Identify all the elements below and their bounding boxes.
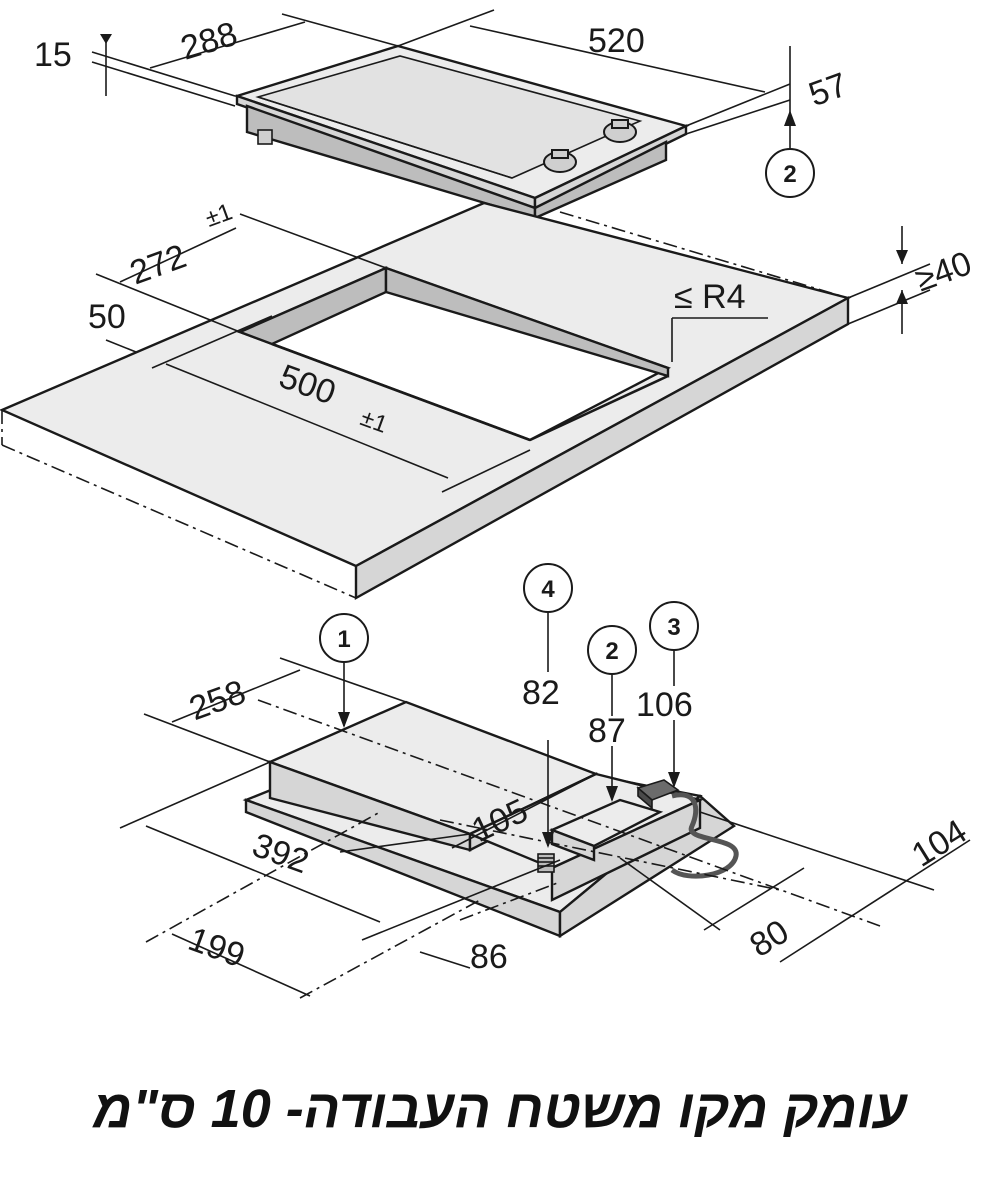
svg-text:3: 3 [667, 614, 680, 641]
dim-520: 520 [588, 22, 645, 60]
callout-3: 3 [649, 601, 699, 651]
dim-199: 199 [183, 920, 249, 975]
svg-text:1: 1 [337, 626, 350, 653]
hob-appliance [233, 44, 690, 220]
knob-left-icon [543, 149, 577, 173]
dim-57: 57 [804, 66, 853, 115]
dim-r4: ≤ R4 [674, 278, 746, 316]
arrow-heads [100, 34, 908, 848]
connection-box-icon [636, 779, 680, 810]
underside-dimension-lines [119, 612, 971, 999]
svg-text:2: 2 [783, 161, 796, 188]
hob-dimension-lines [91, 9, 791, 148]
dim-258: 258 [184, 673, 250, 728]
dim-40: ≥40 [911, 244, 977, 299]
worktop-dimension-lines [95, 213, 931, 493]
worktop-hidden-edges [1, 211, 849, 599]
dim-86: 86 [470, 938, 508, 976]
callout-4: 4 [523, 563, 573, 613]
hob-underside [242, 700, 739, 939]
caption: עומק מקו משטח העבודה- 10 ס"מ [93, 1079, 907, 1139]
knob-right-icon [603, 119, 637, 143]
callout-1: 1 [319, 613, 369, 663]
svg-text:4: 4 [541, 576, 555, 603]
callout-2-top: 2 [765, 148, 815, 198]
worktop [0, 201, 852, 601]
dim-106: 106 [636, 686, 693, 724]
svg-text:2: 2 [605, 638, 618, 665]
dim-87: 87 [588, 712, 626, 750]
callout-2-bottom: 2 [587, 625, 637, 675]
dim-272-tolerance: ±1 [202, 198, 236, 232]
dim-104: 104 [905, 812, 973, 874]
dim-50: 50 [88, 298, 126, 336]
dim-272: 272 [125, 237, 191, 292]
dim-288: 288 [176, 15, 241, 68]
dim-82: 82 [522, 674, 560, 712]
dim-15: 15 [34, 36, 72, 74]
foot-icon [257, 129, 273, 145]
